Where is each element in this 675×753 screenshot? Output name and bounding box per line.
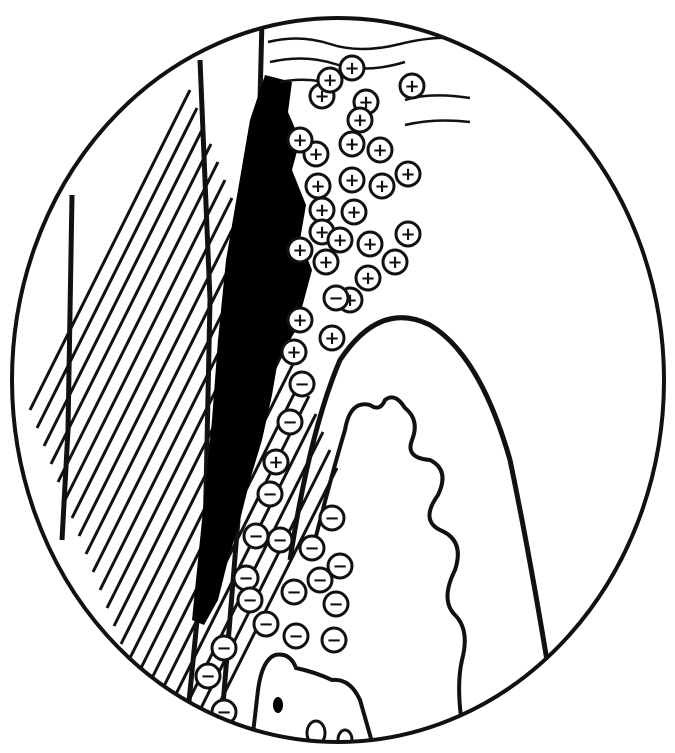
positive-ion: + <box>314 250 338 274</box>
negative-ion: − <box>212 636 236 660</box>
bottom-blob <box>252 655 372 742</box>
svg-text:−: − <box>216 638 231 659</box>
positive-ion: + <box>358 232 382 256</box>
negative-ion: − <box>324 592 348 616</box>
positive-ion: + <box>342 200 366 224</box>
svg-text:−: − <box>242 590 257 611</box>
negative-ion: − <box>300 536 324 560</box>
svg-text:+: + <box>400 164 415 185</box>
positive-ion: + <box>370 174 394 198</box>
svg-text:−: − <box>288 626 303 647</box>
clipped-content: +++++++++++++++++++++++++++++−−−−−−−−−−−… <box>30 20 560 753</box>
negative-ion: − <box>268 528 292 552</box>
svg-text:+: + <box>374 176 389 197</box>
svg-text:−: − <box>272 530 287 551</box>
svg-text:+: + <box>292 240 307 261</box>
positive-ion: + <box>383 250 407 274</box>
svg-text:−: − <box>282 412 297 433</box>
svg-text:−: − <box>286 582 301 603</box>
svg-text:+: + <box>286 342 301 363</box>
svg-text:+: + <box>372 140 387 161</box>
svg-text:−: − <box>258 614 273 635</box>
positive-ion: + <box>264 450 288 474</box>
positive-ion: + <box>356 266 380 290</box>
negative-ion: − <box>234 566 258 590</box>
svg-text:+: + <box>362 234 377 255</box>
svg-text:−: − <box>304 538 319 559</box>
svg-text:−: − <box>328 594 343 615</box>
svg-text:−: − <box>248 526 263 547</box>
svg-text:+: + <box>322 70 337 91</box>
svg-text:+: + <box>292 310 307 331</box>
svg-text:+: + <box>332 230 347 251</box>
positive-ion: + <box>396 162 420 186</box>
positive-ion: + <box>318 68 342 92</box>
positive-ion: + <box>306 174 330 198</box>
negative-ion: − <box>322 628 346 652</box>
negative-ion: − <box>282 580 306 604</box>
negative-ion: − <box>254 612 278 636</box>
svg-text:+: + <box>344 58 359 79</box>
negative-ion: − <box>284 624 308 648</box>
blob-dot-1 <box>273 697 283 713</box>
positive-ion: + <box>348 108 372 132</box>
svg-text:+: + <box>310 176 325 197</box>
svg-text:+: + <box>400 224 415 245</box>
negative-ion: − <box>238 588 262 612</box>
svg-text:−: − <box>312 570 327 591</box>
positive-ion: + <box>288 308 312 332</box>
svg-text:−: − <box>324 508 339 529</box>
positive-ion: + <box>288 128 312 152</box>
positive-ion: + <box>288 238 312 262</box>
svg-text:−: − <box>200 666 215 687</box>
negative-ion: − <box>320 506 344 530</box>
svg-text:−: − <box>326 630 341 651</box>
svg-text:+: + <box>387 252 402 273</box>
positive-ion: + <box>400 74 424 98</box>
positive-ion: + <box>340 168 364 192</box>
positive-ion: + <box>368 138 392 162</box>
svg-text:+: + <box>268 452 283 473</box>
negative-ion: − <box>290 372 314 396</box>
svg-text:−: − <box>294 374 309 395</box>
svg-text:+: + <box>404 76 419 97</box>
svg-text:−: − <box>328 288 343 309</box>
svg-text:+: + <box>318 252 333 273</box>
positive-ion: + <box>328 228 352 252</box>
svg-text:+: + <box>292 130 307 151</box>
positive-ion: + <box>310 198 334 222</box>
positive-ion: + <box>340 132 364 156</box>
svg-text:−: − <box>238 568 253 589</box>
negative-ion: − <box>278 410 302 434</box>
negative-ion: − <box>244 524 268 548</box>
negative-ion: − <box>258 482 282 506</box>
svg-text:+: + <box>360 268 375 289</box>
negative-ion: − <box>308 568 332 592</box>
positive-ion: + <box>282 340 306 364</box>
svg-text:+: + <box>314 200 329 221</box>
svg-text:−: − <box>332 556 347 577</box>
svg-text:−: − <box>262 484 277 505</box>
svg-text:+: + <box>352 110 367 131</box>
positive-ion: + <box>340 56 364 80</box>
positive-ion: + <box>320 326 344 350</box>
svg-text:+: + <box>324 328 339 349</box>
svg-text:+: + <box>346 202 361 223</box>
positive-ion: + <box>396 222 420 246</box>
svg-text:+: + <box>344 134 359 155</box>
negative-ion: − <box>324 286 348 310</box>
svg-text:+: + <box>344 170 359 191</box>
negative-ion: − <box>196 664 220 688</box>
